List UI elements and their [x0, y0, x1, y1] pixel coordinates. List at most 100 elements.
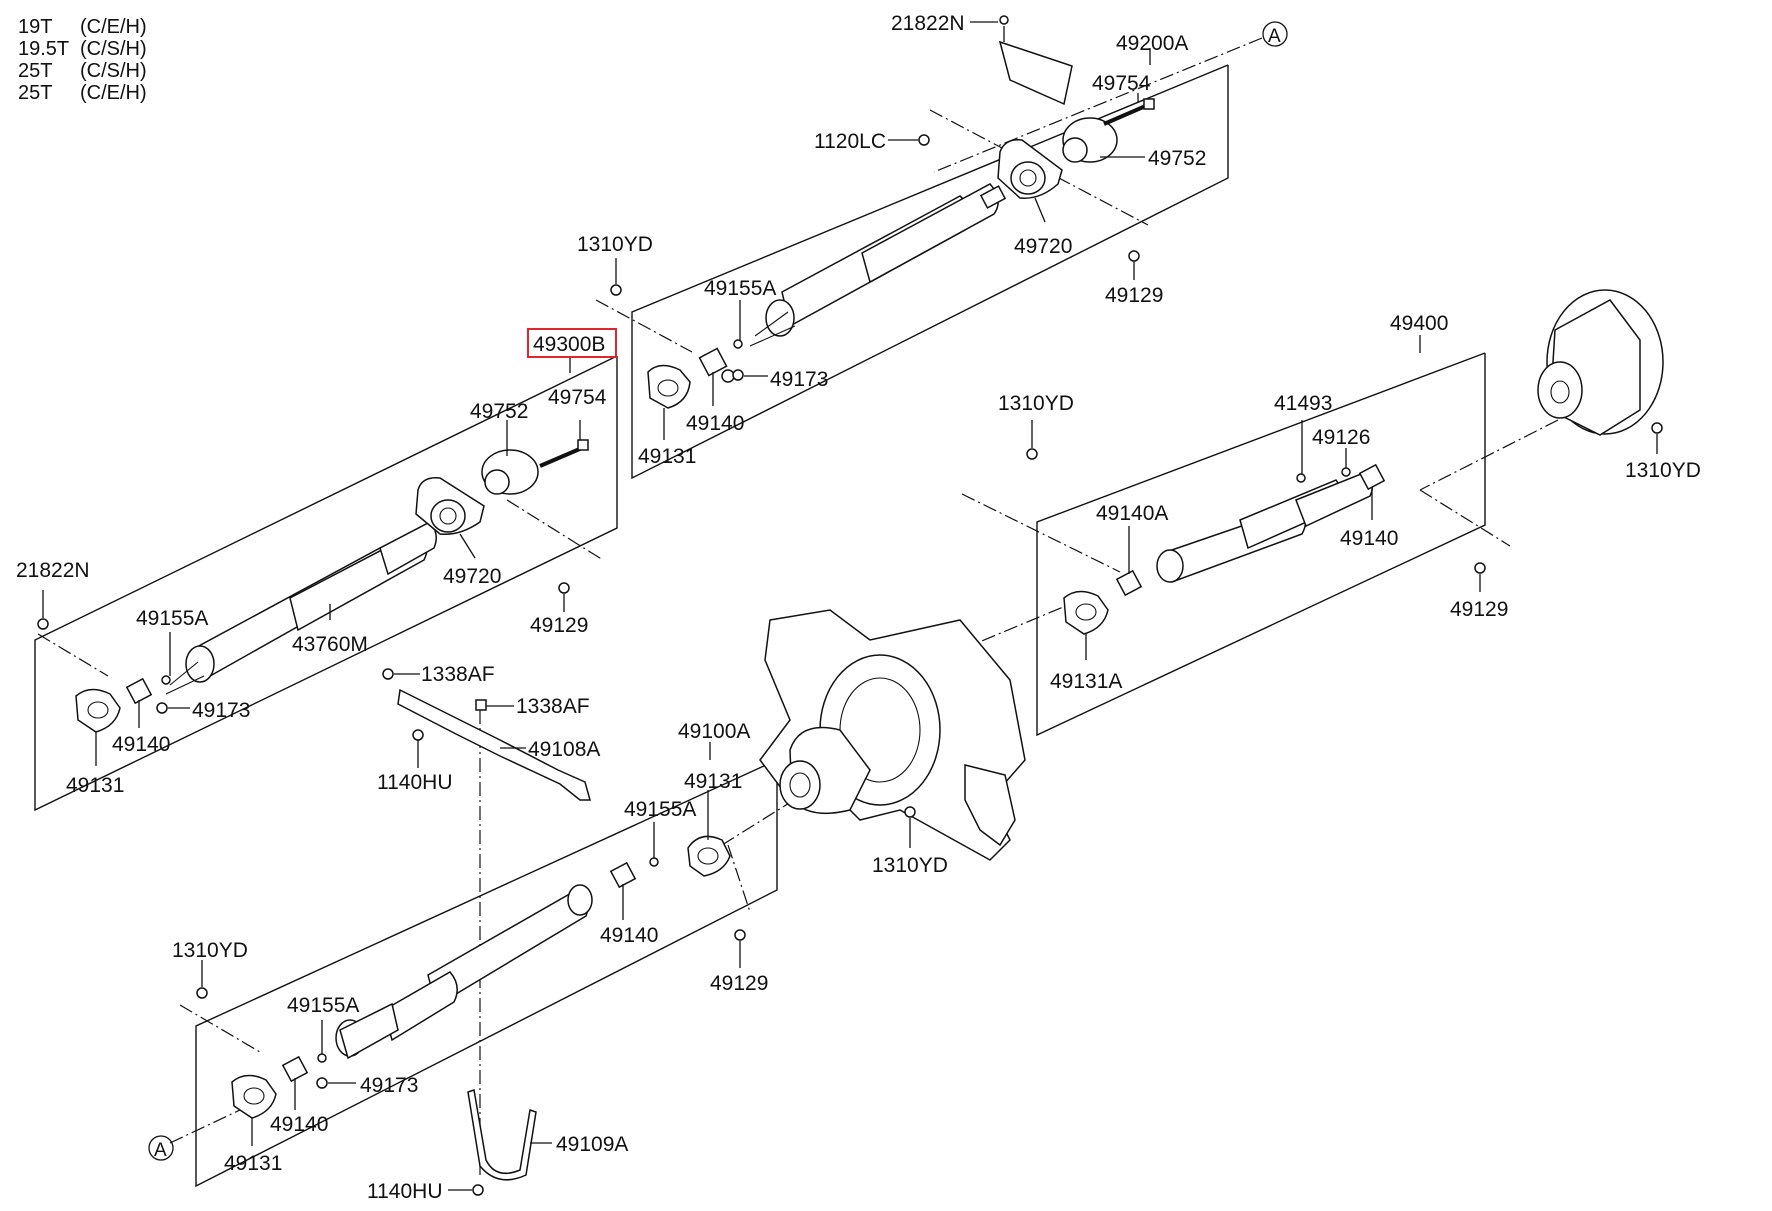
label-49400[interactable]: 49400 — [1390, 312, 1448, 335]
label-21822n-left[interactable]: 21822N — [16, 559, 90, 582]
middle-flange-49752 — [481, 449, 539, 495]
upper-flange-49752 — [1062, 117, 1118, 163]
label-49754-top[interactable]: 49754 — [1092, 72, 1151, 95]
label-49109a[interactable]: 49109A — [556, 1133, 628, 1156]
label-49155a-mid[interactable]: 49155A — [136, 607, 208, 630]
middle-nut-21822n — [37, 618, 49, 630]
label-49140-bot[interactable]: 49140 — [270, 1113, 328, 1136]
label-1310yd-c[interactable]: 1310YD — [1625, 459, 1701, 482]
label-49200a[interactable]: 49200A — [1116, 32, 1188, 55]
label-49155a-low[interactable]: 49155A — [624, 798, 696, 821]
label-49131a[interactable]: 49131A — [1050, 670, 1122, 693]
centerline-right-to-hub — [1419, 419, 1559, 491]
upper-ujoint-49140 — [698, 347, 735, 383]
label-49752-top[interactable]: 49752 — [1148, 147, 1206, 170]
variant-row: 19.5T(C/S/H) — [18, 38, 147, 60]
middle-center-bearing-49720 — [415, 477, 485, 535]
centerline-right-lower — [1419, 489, 1511, 547]
label-1310yd-a[interactable]: 1310YD — [577, 233, 653, 256]
bottom-ring-49173 — [316, 1077, 328, 1089]
bottom-yoke-49131 — [231, 1074, 277, 1119]
variant-tonnage: 25T — [18, 60, 53, 82]
callout-marker-top: A — [1268, 26, 1281, 47]
label-49720-mid[interactable]: 49720 — [443, 565, 501, 588]
label-49752-mid[interactable]: 49752 — [470, 400, 528, 423]
label-49140a[interactable]: 49140A — [1096, 502, 1168, 525]
group-box-49100a — [195, 759, 778, 1188]
label-49155a-bot[interactable]: 49155A — [287, 994, 359, 1017]
middle-bolt-49754 — [539, 439, 589, 468]
label-49140-right[interactable]: 49140 — [1340, 527, 1398, 550]
right-bolt-49129 — [1474, 562, 1486, 574]
label-49129-top[interactable]: 49129 — [1105, 284, 1163, 307]
label-21822n-top[interactable]: 21822N — [891, 12, 965, 35]
upper-nut-1310yd — [610, 284, 622, 296]
centerline-top-upper — [933, 37, 1263, 173]
upper-center-bearing-49720 — [997, 139, 1063, 199]
label-49126[interactable]: 49126 — [1312, 426, 1370, 449]
label-49173-mid[interactable]: 49173 — [192, 699, 250, 722]
callout-circle-bottom — [148, 1135, 174, 1161]
centerline-top-left — [595, 299, 693, 353]
right-ujoint-49140 — [1358, 463, 1386, 491]
label-1310yd-d[interactable]: 1310YD — [872, 854, 948, 877]
label-49754-mid[interactable]: 49754 — [548, 386, 607, 409]
label-49131-low[interactable]: 49131 — [684, 770, 742, 793]
selected-part-highlight — [527, 328, 617, 358]
label-49173-top[interactable]: 49173 — [770, 368, 828, 391]
label-1338af-b[interactable]: 1338AF — [516, 695, 590, 718]
callout-circle-top — [1262, 21, 1288, 47]
variant-code: (C/S/H) — [80, 60, 147, 82]
middle-ujoint-49140 — [125, 677, 153, 705]
label-1120lc[interactable]: 1120LC — [814, 130, 886, 153]
model-variant-list: 19T(C/E/H) 19.5T(C/S/H) 25T(C/S/H) 25T(C… — [18, 16, 147, 104]
label-1310yd-e[interactable]: 1310YD — [172, 939, 248, 962]
label-49129-low[interactable]: 49129 — [710, 972, 768, 995]
part-labels: 21822N 49200A 49754 1120LC 49752 49720 1… — [16, 12, 1701, 1203]
label-49131-top[interactable]: 49131 — [638, 445, 696, 468]
variant-code: (C/S/H) — [80, 38, 147, 60]
upper-yoke-49131 — [647, 364, 691, 409]
label-1140hu-a[interactable]: 1140HU — [377, 771, 453, 794]
group-box-49400 — [1036, 352, 1486, 737]
label-49131-bot[interactable]: 49131 — [224, 1152, 282, 1175]
upper-driveshaft — [749, 183, 1007, 347]
middle-fitting-49155a — [161, 675, 171, 685]
centerline-mid-right — [506, 499, 604, 561]
label-49100a[interactable]: 49100A — [678, 720, 750, 743]
label-49131-mid[interactable]: 49131 — [66, 774, 124, 797]
axle-housing — [759, 609, 1026, 861]
label-49140-low[interactable]: 49140 — [600, 924, 658, 947]
label-49155a-top[interactable]: 49155A — [704, 277, 776, 300]
centerline-bottom-left — [179, 1004, 261, 1053]
lower-driveshaft — [335, 884, 593, 1060]
upper-bracket-21822n — [998, 15, 1073, 106]
upper-ring-49173 — [732, 369, 744, 381]
label-49173-bot[interactable]: 49173 — [360, 1074, 418, 1097]
label-49108a[interactable]: 49108A — [528, 738, 600, 761]
centerline-bottom-a — [169, 1109, 241, 1144]
label-1338af-a[interactable]: 1338AF — [421, 663, 495, 686]
label-49140-mid[interactable]: 49140 — [112, 733, 170, 756]
right-nut-1310yd — [1026, 448, 1038, 460]
label-49129-mid[interactable]: 49129 — [530, 614, 588, 637]
centerline-lower-axle — [721, 789, 811, 846]
label-49720-top[interactable]: 49720 — [1014, 235, 1072, 258]
hub-nut-1310yd — [1651, 422, 1663, 434]
variant-tonnage: 19T — [18, 16, 53, 38]
label-43760m[interactable]: 43760M — [292, 633, 368, 656]
support-bracket-49108a — [382, 668, 591, 801]
label-1310yd-b[interactable]: 1310YD — [998, 392, 1074, 415]
label-1140hu-b[interactable]: 1140HU — [367, 1180, 443, 1203]
lower-flange-yoke-49131 — [687, 835, 731, 877]
label-49129-right[interactable]: 49129 — [1450, 598, 1508, 621]
label-49300b[interactable]: 49300B — [533, 333, 605, 356]
upper-bolt-1120lc — [918, 134, 930, 146]
label-49140-top[interactable]: 49140 — [686, 412, 744, 435]
group-box-49200a — [631, 64, 1229, 480]
upper-grease-fitting-49155a — [733, 339, 743, 349]
variant-row: 19T(C/E/H) — [18, 16, 147, 38]
upper-bolt-49129 — [1128, 250, 1140, 262]
label-41493[interactable]: 41493 — [1274, 392, 1332, 415]
